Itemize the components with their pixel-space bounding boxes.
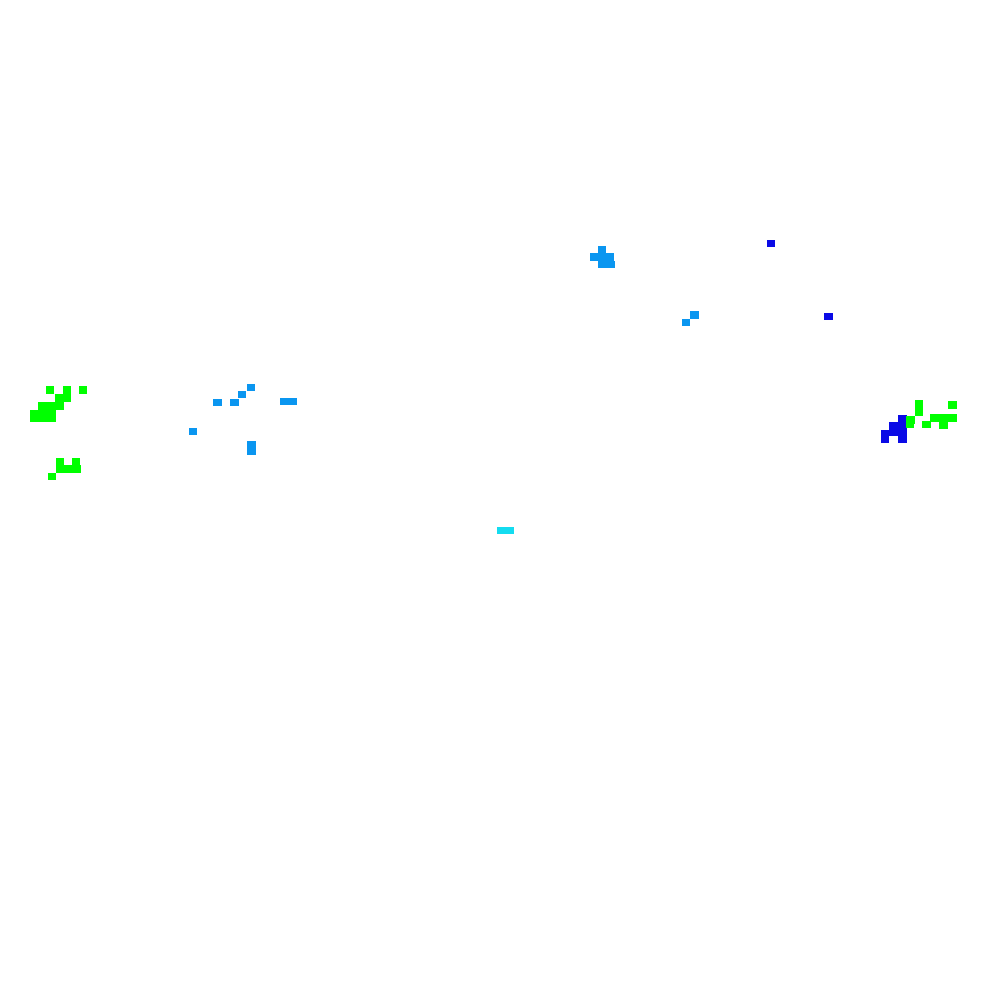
pixel-block bbox=[922, 421, 931, 428]
pixel-block bbox=[247, 384, 255, 391]
pixel-block bbox=[915, 408, 923, 416]
pixel-block bbox=[497, 527, 514, 534]
pixel-block bbox=[30, 410, 56, 422]
green-cluster-left-upper bbox=[30, 386, 87, 422]
green-cluster-right bbox=[906, 400, 957, 429]
pixel-block bbox=[906, 416, 915, 424]
pixel-block bbox=[898, 436, 907, 443]
dark-blue-dot-top bbox=[767, 240, 775, 247]
pixel-block bbox=[598, 246, 606, 254]
pixel-block bbox=[939, 421, 948, 429]
pixel-block bbox=[280, 398, 297, 405]
pixel-block bbox=[889, 422, 907, 430]
pixel-block bbox=[824, 313, 833, 320]
dark-blue-cluster-right bbox=[881, 415, 907, 443]
pixel-block bbox=[48, 473, 56, 480]
pixel-block bbox=[56, 458, 64, 466]
pixel-block bbox=[915, 400, 923, 408]
pixel-block bbox=[238, 391, 246, 398]
pixel-block bbox=[247, 441, 256, 455]
pixel-block bbox=[898, 415, 907, 423]
pixel-block bbox=[63, 386, 71, 394]
pixel-block bbox=[881, 436, 889, 443]
pixel-block bbox=[682, 319, 690, 326]
pixel-block bbox=[189, 428, 197, 435]
light-blue-cluster-left bbox=[189, 384, 297, 455]
light-blue-cluster-top bbox=[590, 246, 615, 268]
pixel-block bbox=[79, 386, 87, 394]
pixel-block bbox=[906, 424, 914, 428]
green-cluster-left-lower bbox=[48, 458, 81, 480]
pixel-block bbox=[38, 402, 64, 410]
pixel-block bbox=[881, 430, 907, 436]
pixel-block bbox=[56, 465, 81, 473]
pixel-block bbox=[46, 386, 54, 394]
pixel-block bbox=[230, 399, 239, 406]
pixel-block bbox=[690, 311, 699, 319]
pixel-block bbox=[590, 253, 614, 261]
light-blue-cluster-mid bbox=[682, 311, 699, 326]
pixel-block bbox=[930, 414, 957, 422]
pixel-block bbox=[55, 394, 71, 402]
cyan-dash-center bbox=[497, 527, 514, 534]
dark-blue-dot-mid bbox=[824, 313, 833, 320]
pixel-block bbox=[72, 458, 80, 466]
pixel-block bbox=[767, 240, 775, 247]
pixel-block bbox=[213, 399, 222, 406]
pixel-block bbox=[598, 261, 615, 268]
pixel-block bbox=[948, 401, 957, 409]
